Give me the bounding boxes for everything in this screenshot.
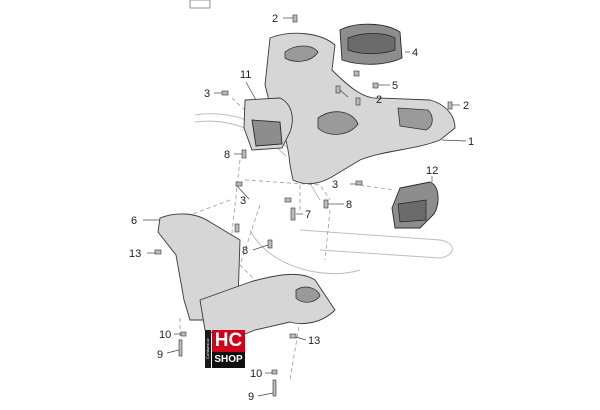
screw-8-side: [234, 223, 240, 233]
hc-shop-logo: CoNtumi.cz HC SHOP: [205, 330, 245, 368]
callout-12: 12: [426, 165, 438, 177]
callout-10-left: 10: [159, 329, 171, 341]
screw-2-mid: [335, 85, 341, 94]
logo-hc-text: HC: [212, 330, 245, 352]
callout-13-lower: 13: [308, 335, 320, 347]
callout-7: 7: [305, 209, 311, 221]
fasteners: [154, 14, 453, 397]
clip-3-right: [355, 180, 363, 186]
callout-13-left: 13: [129, 248, 141, 260]
callout-2-mid: 2: [376, 94, 382, 106]
part-cover-opening: [284, 45, 319, 62]
nut-5b: [372, 82, 379, 89]
callout-9-lower: 9: [248, 391, 254, 403]
callout-3-left: 3: [204, 88, 210, 100]
callout-8-lower: 8: [242, 245, 248, 257]
clip-13-lower: [289, 333, 297, 339]
callout-3-mid: 3: [240, 195, 246, 207]
nut-5: [353, 70, 360, 77]
washer-10-left: [180, 331, 187, 337]
callout-3-right: 3: [332, 179, 338, 191]
callout-10-lower: 10: [250, 368, 262, 380]
callout-11: 11: [240, 69, 251, 81]
callout-labels: 2 4 5 2 11 3 2 1 8 12 3 3 7 8 6 13 8 10 …: [129, 13, 474, 403]
callout-2-right: 2: [463, 100, 469, 112]
part-cover-right-opening: [397, 107, 433, 131]
clip-3-mid: [235, 181, 243, 187]
callout-8-left: 8: [224, 149, 230, 161]
clip-3-left: [221, 90, 229, 96]
callout-5: 5: [392, 80, 398, 92]
frame-corner: [189, 0, 211, 9]
part-right-switch-block: [397, 199, 427, 223]
logo-shop-text: SHOP: [212, 352, 245, 368]
clip-3-lower: [284, 197, 292, 203]
callout-1: 1: [468, 136, 474, 148]
screw-8-left: [241, 149, 247, 159]
screw-9-left: [178, 339, 183, 357]
part-instrument-cover-front: [347, 33, 396, 55]
part-handlebar-front-cover: [264, 32, 456, 185]
washer-10-lower: [271, 369, 278, 375]
callout-2-top: 2: [272, 13, 278, 25]
screw-8-lower: [267, 239, 273, 249]
screw-2-mid-b: [355, 97, 361, 106]
part-rear-cover-opening: [295, 286, 321, 303]
screw-7: [290, 207, 296, 221]
callout-4: 4: [412, 47, 418, 59]
part-cover-center-recess: [317, 111, 359, 135]
clip-13-left: [154, 249, 162, 255]
callout-6: 6: [131, 215, 137, 227]
screw-8-right: [323, 199, 329, 209]
callout-8-right: 8: [346, 199, 352, 211]
callout-leaders: [143, 17, 467, 397]
screw-9-lower: [272, 379, 277, 397]
screw-2-right: [447, 101, 453, 110]
part-left-switch-block: [251, 119, 283, 147]
screw-2-top: [292, 14, 298, 23]
callout-9-left: 9: [157, 349, 163, 361]
logo-side-text: CoNtumi.cz: [205, 330, 211, 368]
